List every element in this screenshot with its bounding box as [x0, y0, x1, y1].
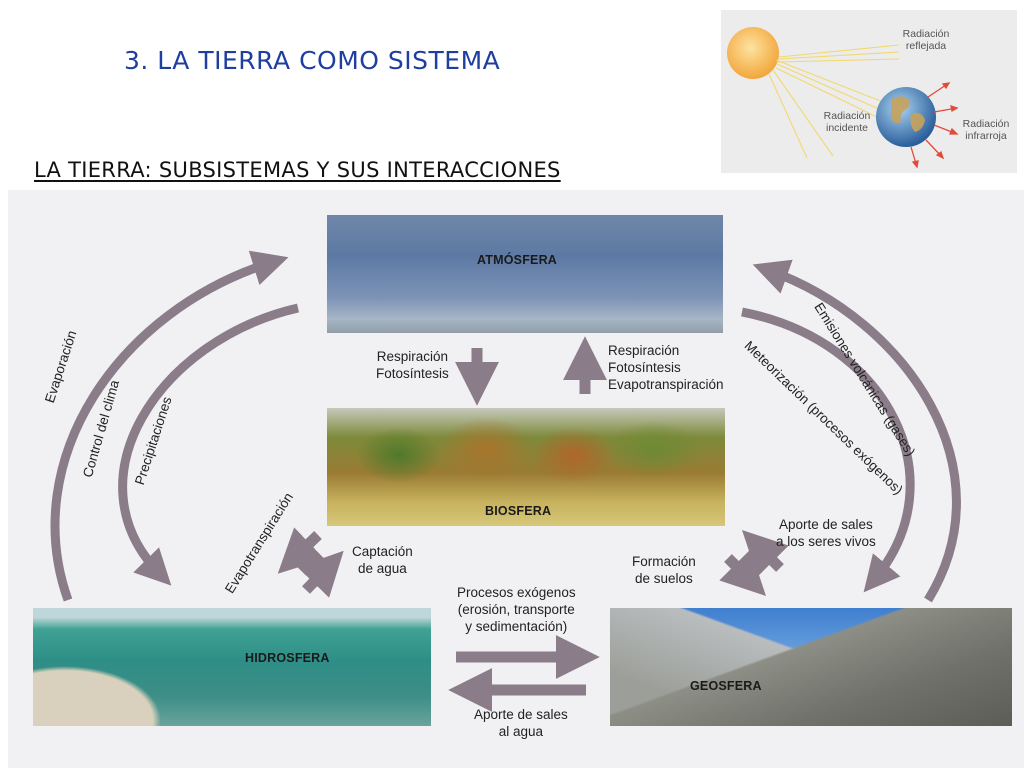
- evapotranspiration-arrow: [277, 527, 325, 574]
- radiation-inset: Radiación reflejada Radiación incidente …: [721, 10, 1017, 173]
- respiration-down-label: Respiración Fotosíntesis: [376, 349, 449, 381]
- hydrosphere-label: HIDROSFERA: [245, 651, 330, 665]
- biosphere-label: BIOSFERA: [485, 504, 552, 518]
- atmosphere-image: ATMÓSFERA: [327, 215, 723, 333]
- water-capture-arrow: [297, 550, 344, 598]
- soil-formation-arrow: [719, 549, 767, 597]
- precipitation-arrow: [118, 303, 300, 586]
- reflected-radiation-label: Radiación reflejada: [902, 28, 950, 52]
- weathering-arrow: [741, 307, 915, 593]
- salts-to-water-label: Aporte de sales al agua: [474, 707, 568, 739]
- incident-radiation-label: Radiación incidente: [823, 110, 871, 134]
- geosphere-image: GEOSFERA: [610, 608, 1012, 726]
- soil-formation-label: Formación de suelos: [632, 554, 696, 586]
- exogenous-processes-label: Procesos exógenos (erosión, transporte y…: [457, 585, 576, 634]
- sun-icon: [727, 27, 779, 79]
- earth-icon: [876, 87, 936, 147]
- atmosphere-label: ATMÓSFERA: [477, 253, 558, 267]
- geosphere-label: GEOSFERA: [690, 679, 762, 693]
- salts-to-living-arrow: [741, 529, 789, 577]
- slide-title: 3. LA TIERRA COMO SISTEMA: [124, 46, 501, 75]
- slide-subtitle: LA TIERRA: SUBSISTEMAS Y SUS INTERACCION…: [34, 158, 561, 182]
- respiration-up-label: Respiración Fotosíntesis Evapotranspirac…: [608, 343, 724, 392]
- salts-to-living-label: Aporte de sales a los seres vivos: [776, 517, 876, 549]
- biosphere-image: BIOSFERA: [327, 408, 725, 526]
- water-capture-label: Captación de agua: [352, 544, 413, 576]
- earth-subsystems-diagram: ATMÓSFERA BIOSFERA HIDROSFERA GEOSFERA R…: [8, 190, 1024, 768]
- hydrosphere-image: HIDROSFERA: [33, 608, 431, 726]
- evaporation-arrow: [50, 250, 289, 602]
- volcanic-emissions-arrow: [752, 259, 961, 603]
- infrared-radiation-label: Radiación infrarroja: [962, 118, 1010, 142]
